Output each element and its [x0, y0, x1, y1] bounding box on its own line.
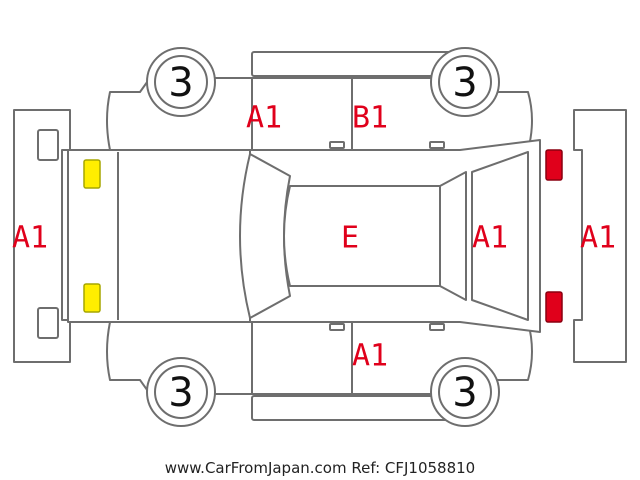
front-light-marker-bottom	[83, 283, 101, 313]
code-left-front-door: A1	[246, 101, 282, 136]
code-roof: E	[341, 221, 359, 256]
cabin	[239, 139, 541, 333]
wheel-front-left: 3	[146, 47, 216, 117]
wheel-rear-right-label: 3	[452, 370, 477, 416]
front-light-markers	[83, 159, 101, 313]
rear-bumper	[573, 109, 627, 363]
wheel-rear-right: 3	[430, 357, 500, 427]
rear-light-marker-top	[545, 149, 563, 181]
code-rear-window: A1	[472, 221, 508, 256]
rear-light-markers	[545, 149, 563, 323]
wheel-front-left-label: 3	[168, 60, 193, 106]
code-right-door: A1	[352, 339, 388, 374]
wheel-front-right-label: 3	[168, 370, 193, 416]
left-side-panel	[106, 51, 533, 151]
code-left-rear-door: B1	[352, 101, 388, 136]
wheel-rear-left: 3	[430, 47, 500, 117]
front-light-marker-top	[83, 159, 101, 189]
rear-light-marker-bottom	[545, 291, 563, 323]
front-bumper	[13, 109, 71, 363]
source-footer: www.CarFromJapan.com Ref: CFJ1058810	[165, 459, 475, 477]
wheel-rear-left-label: 3	[452, 60, 477, 106]
wheel-front-right: 3	[146, 357, 216, 427]
code-rear-bumper: A1	[580, 221, 616, 256]
code-front-bumper: A1	[12, 221, 48, 256]
